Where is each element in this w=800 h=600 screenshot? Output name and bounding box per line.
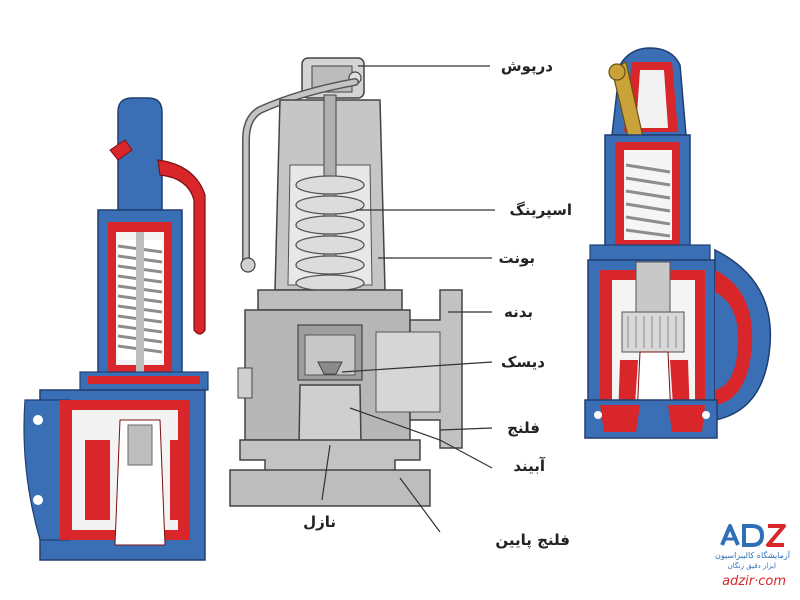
label-body: بدنه bbox=[504, 303, 533, 321]
label-nozzle: نازل bbox=[303, 513, 336, 531]
brand-tagline: آزمایشگاه کالیبراسیون bbox=[715, 550, 791, 560]
label-disc: دیسک bbox=[501, 353, 545, 371]
label-bonnet: بونت bbox=[498, 249, 535, 267]
center-valve-illustration bbox=[230, 58, 462, 506]
label-lower-flange: فلنج پایین bbox=[495, 531, 570, 550]
label-cap: درپوش bbox=[501, 57, 553, 76]
brand-website: adzir·com bbox=[722, 574, 786, 589]
left-valve-illustration bbox=[24, 98, 208, 560]
right-valve-illustration bbox=[585, 48, 770, 438]
label-spring: اسپرینگ bbox=[510, 201, 572, 220]
label-seat: آبیند bbox=[513, 457, 546, 475]
brand-subtitle: ابزار دقیق زنگان bbox=[728, 561, 776, 570]
label-flange: فلنج bbox=[507, 419, 540, 437]
left-valve-spring bbox=[118, 232, 162, 372]
brand-logo-mark bbox=[722, 526, 784, 545]
brand-logo: آزمایشگاه کالیبراسیون ابزار دقیق زنگان a… bbox=[715, 526, 791, 589]
